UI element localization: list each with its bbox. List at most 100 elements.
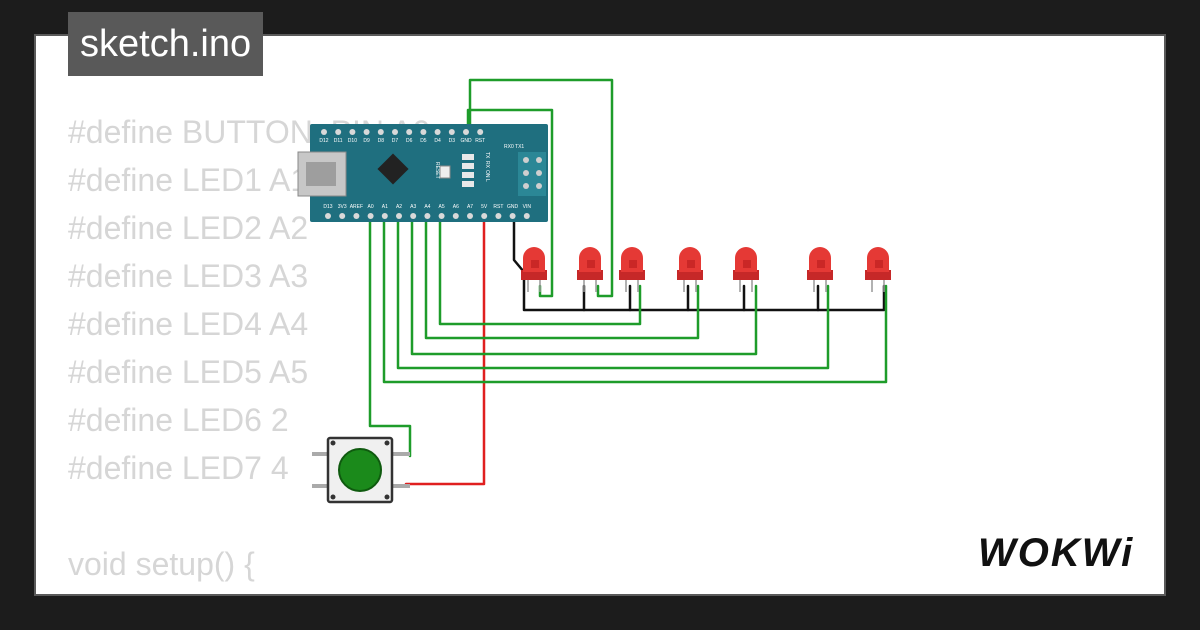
pin-label-top: RST (475, 138, 485, 144)
red-led (619, 247, 645, 292)
pin-label-bottom: AREF (350, 204, 363, 210)
push-button (312, 436, 410, 504)
wire-d4-led1 (466, 108, 554, 298)
red-led (677, 247, 703, 292)
wire-a1-led7 (382, 212, 888, 384)
red-led (521, 247, 547, 292)
pin-label-bottom: A3 (410, 204, 416, 210)
reset-label: RESET (434, 162, 440, 179)
led-base (677, 270, 703, 280)
simulator-canvas: #define BUTTON_PIN A0#define LED1 A1#def… (34, 34, 1166, 596)
code-line: #define LED6 2 (68, 402, 289, 438)
led-base (865, 270, 891, 280)
code-line: #define LED2 A2 (68, 210, 309, 246)
pin-top (377, 129, 384, 135)
code-line: void setup() { (68, 546, 255, 582)
led-base (619, 270, 645, 280)
led-die (687, 260, 695, 268)
onboard-led (462, 181, 474, 187)
button-cap (338, 448, 382, 492)
onboard-led (462, 172, 474, 178)
pin-top (349, 129, 356, 135)
wire-d2-led2 (468, 78, 614, 298)
onboard-led-label: ON (484, 170, 490, 178)
button-lead (312, 452, 330, 456)
pin-bottom (353, 213, 360, 219)
pin-top (477, 129, 484, 135)
pin-top (335, 129, 342, 135)
button-screw (330, 440, 336, 446)
button-screw (384, 440, 390, 446)
pin-label-bottom: 3V3 (338, 204, 347, 210)
pin-bottom (367, 213, 374, 219)
pin-bottom (381, 213, 388, 219)
pin-top (448, 129, 455, 135)
red-led (807, 247, 833, 292)
pin-top (321, 129, 327, 135)
icsp-pin (536, 183, 542, 189)
pin-label-top: D5 (420, 138, 427, 144)
pin-label-bottom: GND (507, 204, 518, 210)
led-die (817, 260, 825, 268)
pin-label-top: GND (460, 138, 472, 144)
pin-top (392, 129, 398, 135)
led-die (629, 260, 637, 268)
button-screw (384, 494, 390, 500)
wire-ground-bus (512, 212, 886, 312)
button-lead (312, 484, 330, 488)
led-dome (579, 247, 601, 272)
red-led (865, 247, 891, 292)
pin-top (363, 129, 370, 135)
pin-label-bottom: A2 (396, 204, 402, 210)
wokwi-logo: WOKWi (978, 531, 1132, 575)
code-line: #define LED3 A3 (68, 258, 309, 294)
code-line: #define LED5 A5 (68, 354, 309, 390)
led-base (577, 270, 603, 280)
pin-bottom (481, 213, 488, 219)
pin-label-bottom: A7 (467, 204, 473, 210)
led-die (743, 260, 751, 268)
wire-a0-button (368, 212, 412, 458)
pin-bottom (452, 213, 459, 219)
pin-label-top: D3 (449, 138, 456, 144)
led-base (521, 270, 547, 280)
code-preview: #define BUTTON_PIN A0#define LED1 A1#def… (68, 108, 430, 594)
code-line: #define LED4 A4 (68, 306, 309, 342)
pin-label-bottom: D13 (323, 204, 332, 210)
file-tab-title[interactable]: sketch.ino (68, 12, 264, 76)
pin-label-bottom: A4 (424, 204, 430, 210)
code-line: #define LED7 4 (68, 450, 289, 486)
icsp-pin (536, 170, 542, 176)
onboard-led-label: RX (484, 161, 490, 169)
wire-a4-led4 (424, 212, 700, 340)
pin-label-top: D4 (434, 138, 441, 144)
reset-button (439, 165, 451, 179)
pin-bottom (467, 213, 473, 219)
pin-label-bottom: A0 (368, 204, 374, 210)
led-base (807, 270, 833, 280)
led-base (733, 270, 759, 280)
pin-bottom (438, 213, 445, 219)
pin-label-top: D6 (406, 138, 413, 144)
pin-bottom (509, 213, 516, 219)
led-die (587, 260, 595, 268)
pin-label-bottom: A6 (453, 204, 459, 210)
onboard-led-label: TX (484, 152, 490, 159)
pin-bottom (495, 213, 502, 219)
wire-a3-led5 (410, 212, 758, 356)
pin-label-top: D12 (319, 138, 328, 144)
usb-port (306, 162, 336, 186)
pin-top (406, 129, 413, 135)
onboard-led (462, 163, 474, 169)
red-led (733, 247, 759, 292)
pin-label-bottom: A1 (382, 204, 388, 210)
pin-bottom (523, 213, 530, 219)
pin-bottom (410, 213, 417, 219)
led-die (875, 260, 883, 268)
wire-a5-led3 (438, 212, 642, 326)
button-lead (392, 484, 410, 488)
pin-bottom (396, 213, 402, 219)
pin-label-bottom: 5V (481, 204, 488, 210)
pin-label-top: D8 (378, 138, 385, 144)
